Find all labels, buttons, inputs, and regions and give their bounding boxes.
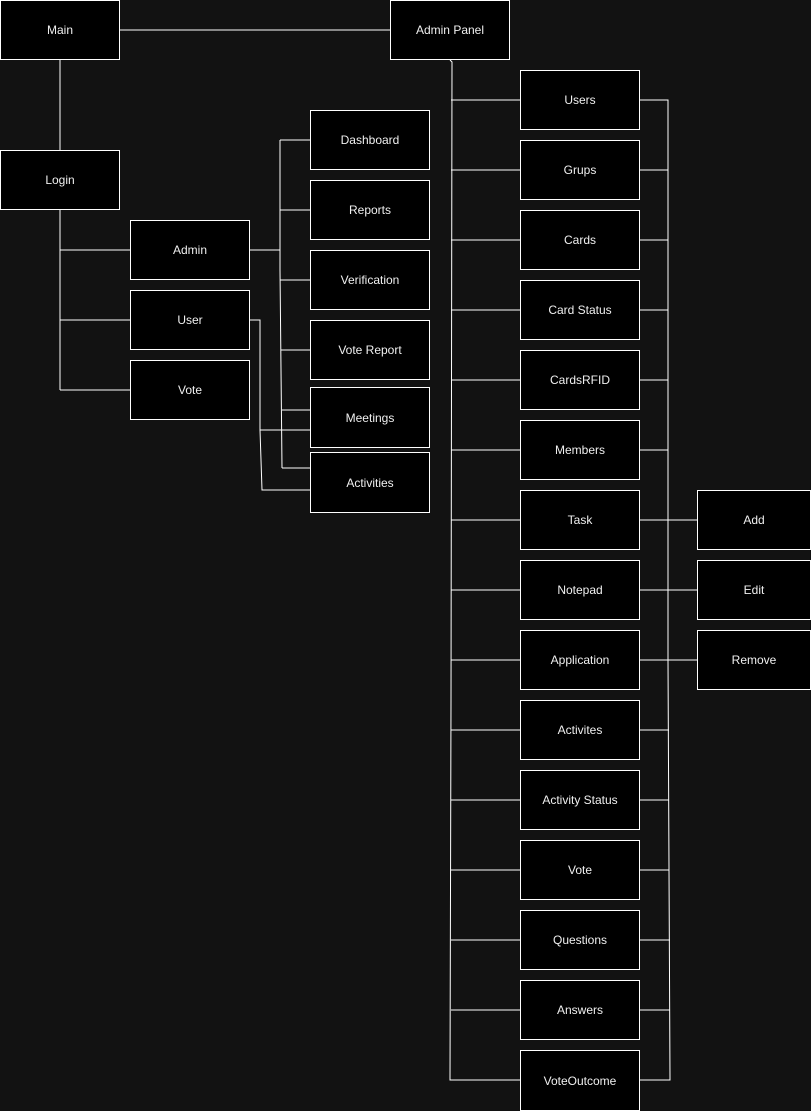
node-questions[interactable]: Questions — [520, 910, 640, 970]
node-activity-status[interactable]: Activity Status — [520, 770, 640, 830]
node-vote-report[interactable]: Vote Report — [310, 320, 430, 380]
node-application[interactable]: Application — [520, 630, 640, 690]
node-vote[interactable]: Vote — [520, 840, 640, 900]
node-edit[interactable]: Edit — [697, 560, 811, 620]
node-cardsrfid[interactable]: CardsRFID — [520, 350, 640, 410]
node-admin[interactable]: Admin — [130, 220, 250, 280]
node-activites[interactable]: Activites — [520, 700, 640, 760]
node-meetings[interactable]: Meetings — [310, 387, 430, 448]
node-verification[interactable]: Verification — [310, 250, 430, 310]
node-members[interactable]: Members — [520, 420, 640, 480]
node-dashboard[interactable]: Dashboard — [310, 110, 430, 170]
node-login[interactable]: Login — [0, 150, 120, 210]
node-users[interactable]: Users — [520, 70, 640, 130]
node-notepad[interactable]: Notepad — [520, 560, 640, 620]
node-answers[interactable]: Answers — [520, 980, 640, 1040]
node-admin-panel[interactable]: Admin Panel — [390, 0, 510, 60]
node-add[interactable]: Add — [697, 490, 811, 550]
node-vote-role[interactable]: Vote — [130, 360, 250, 420]
node-voteoutcome[interactable]: VoteOutcome — [520, 1050, 640, 1111]
node-reports[interactable]: Reports — [310, 180, 430, 240]
node-main[interactable]: Main — [0, 0, 120, 60]
node-activities[interactable]: Activities — [310, 452, 430, 513]
node-cards[interactable]: Cards — [520, 210, 640, 270]
node-user[interactable]: User — [130, 290, 250, 350]
node-remove[interactable]: Remove — [697, 630, 811, 690]
node-card-status[interactable]: Card Status — [520, 280, 640, 340]
node-task[interactable]: Task — [520, 490, 640, 550]
node-grups[interactable]: Grups — [520, 140, 640, 200]
